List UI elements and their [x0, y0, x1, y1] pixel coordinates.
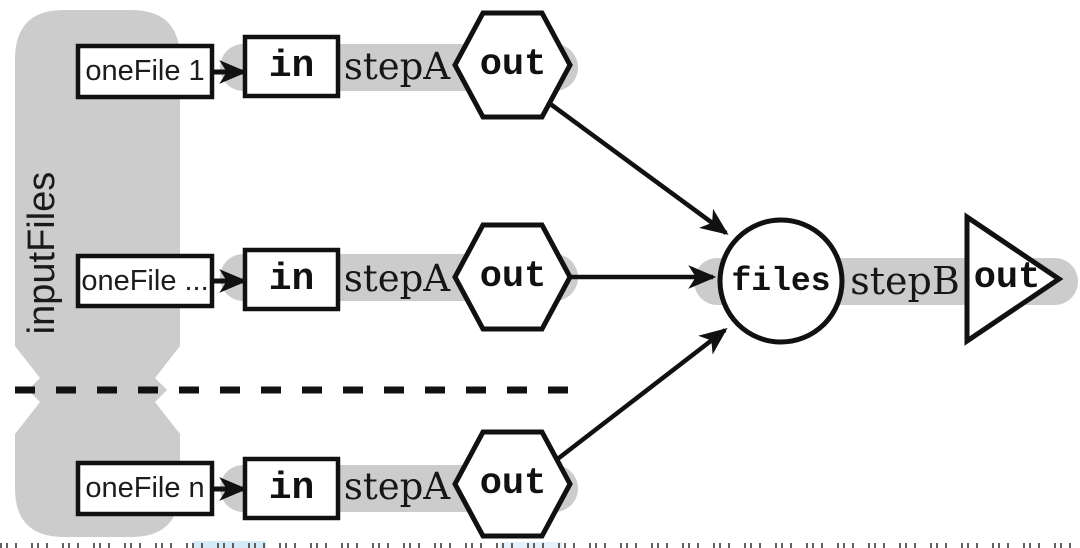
- in-port-row3: [242, 456, 341, 521]
- in-port-row1: [242, 34, 341, 99]
- onefile-n-node: [75, 460, 215, 517]
- in-port-row2: [242, 247, 341, 312]
- files-collector-node: [717, 217, 845, 345]
- onefile-dots-node: [75, 253, 215, 309]
- arrow-out1-to-files: [547, 101, 729, 235]
- arrow-out3-to-files: [553, 328, 728, 463]
- onefile-1-node: [75, 43, 215, 100]
- out-port-hexagon-row1: [452, 10, 573, 120]
- out-port-hexagon-row3: [452, 429, 573, 539]
- out-port-hexagon-row2: [452, 222, 573, 332]
- clipped-caption-strip: [0, 543, 1080, 548]
- final-out-triangle: [964, 212, 1064, 346]
